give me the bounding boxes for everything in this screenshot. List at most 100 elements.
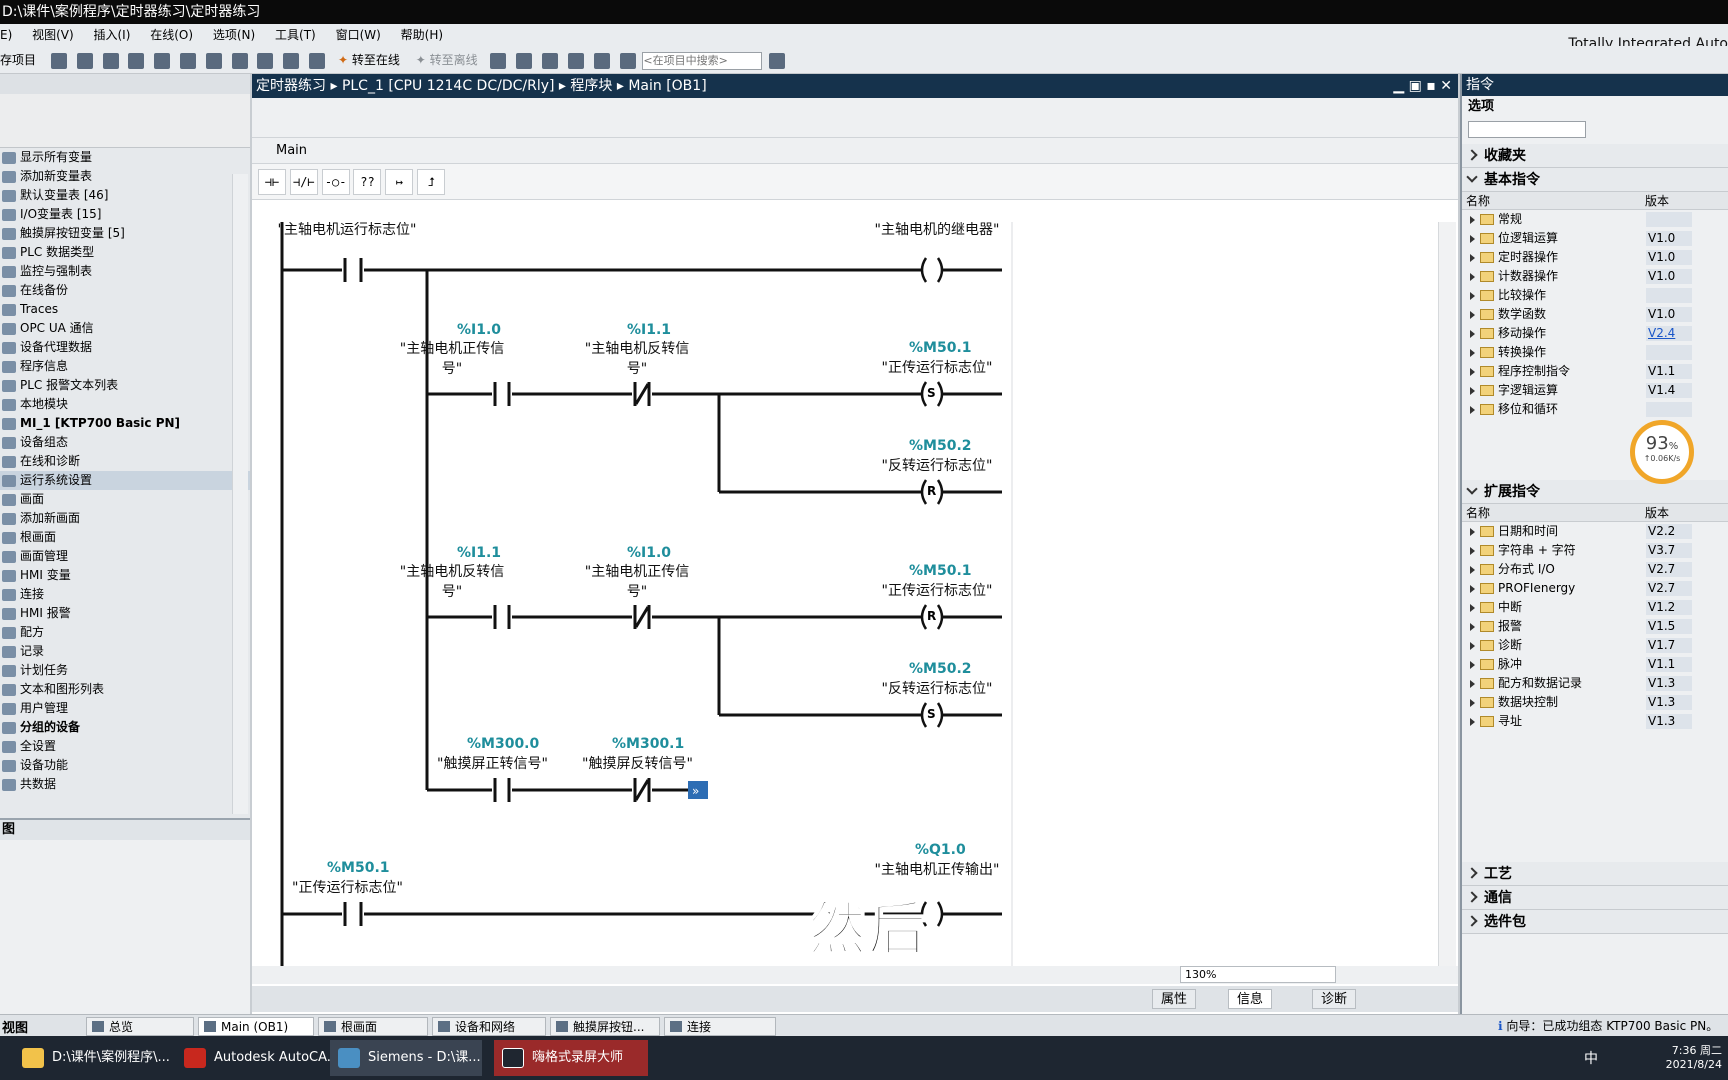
ime-indicator[interactable]: 中 bbox=[1584, 1051, 1598, 1067]
tab-connections[interactable]: 连接 bbox=[664, 1017, 776, 1036]
block-interface-tab[interactable]: Main bbox=[252, 138, 1458, 164]
search-go-icon[interactable] bbox=[769, 52, 786, 69]
breadcrumb-project[interactable]: 定时器练习 bbox=[256, 78, 326, 94]
taskbar-autocad[interactable]: Autodesk AutoCA... bbox=[176, 1040, 339, 1076]
tree-item[interactable]: 计划任务 bbox=[0, 661, 250, 680]
breadcrumb-blocks[interactable]: 程序块 bbox=[570, 78, 613, 94]
ladder-network-area[interactable]: » "主轴电机运行标志位" "主轴电机的继电器" %I1.0 "主轴电机正传信号… bbox=[252, 222, 1438, 966]
tree-item[interactable]: 在线和诊断 bbox=[0, 452, 250, 471]
menu-help[interactable]: 帮助(H) bbox=[400, 28, 444, 42]
download-icon[interactable] bbox=[257, 52, 274, 69]
go-offline-button[interactable]: ✦ 转至离线 bbox=[415, 53, 478, 67]
menu-window[interactable]: 窗口(W) bbox=[335, 28, 381, 42]
instruction-folder[interactable]: 转换操作 bbox=[1462, 343, 1728, 362]
instruction-folder[interactable]: 比较操作 bbox=[1462, 286, 1728, 305]
tree-item[interactable]: 画面 bbox=[0, 490, 250, 509]
tree-item[interactable]: 全设置 bbox=[0, 737, 250, 756]
taskbar-siemens-tia[interactable]: Siemens - D:\课... bbox=[330, 1040, 482, 1076]
tree-item[interactable]: 默认变量表 [46] bbox=[0, 186, 250, 205]
copy-icon[interactable] bbox=[102, 52, 119, 69]
tree-item[interactable]: 分组的设备 bbox=[0, 718, 250, 737]
editor-close-icon[interactable]: ▁ ▣ ▪ ✕ bbox=[1393, 78, 1452, 94]
accessible-devices-icon[interactable] bbox=[490, 52, 507, 69]
tree-item[interactable]: 设备组态 bbox=[0, 433, 250, 452]
tree-item[interactable]: Traces bbox=[0, 300, 250, 319]
tab-root-screen[interactable]: 根画面 bbox=[318, 1017, 428, 1036]
tree-item[interactable]: 共数据 bbox=[0, 775, 250, 794]
no-contact-button[interactable]: ⊣⊢ bbox=[258, 169, 286, 195]
tree-item[interactable]: MI_1 [KTP700 Basic PN] bbox=[0, 414, 250, 433]
taskbar-recorder[interactable]: 嗨格式录屏大师 bbox=[494, 1040, 648, 1076]
split-vertical-icon[interactable] bbox=[619, 52, 636, 69]
technology-section[interactable]: 工艺 bbox=[1462, 862, 1728, 886]
tree-item[interactable]: 本地模块 bbox=[0, 395, 250, 414]
instruction-search-input[interactable] bbox=[1468, 121, 1586, 138]
project-search-input[interactable] bbox=[642, 51, 763, 70]
tree-item[interactable]: 触摸屏按钮变量 [5] bbox=[0, 224, 250, 243]
save-project-button[interactable]: 存项目 bbox=[0, 53, 37, 67]
tree-item[interactable]: I/O变量表 [15] bbox=[0, 205, 250, 224]
tree-item[interactable]: 程序信息 bbox=[0, 357, 250, 376]
tab-overview[interactable]: 总览 bbox=[86, 1017, 194, 1036]
menu-view[interactable]: 视图(V) bbox=[32, 28, 74, 42]
tree-item[interactable]: 运行系统设置 bbox=[0, 471, 250, 490]
tree-item[interactable]: 添加新变量表 bbox=[0, 167, 250, 186]
tree-item[interactable]: OPC UA 通信 bbox=[0, 319, 250, 338]
go-online-button[interactable]: ✦ 转至在线 bbox=[337, 53, 400, 67]
menu-edit[interactable]: E) bbox=[0, 28, 13, 42]
tree-item[interactable]: HMI 变量 bbox=[0, 566, 250, 585]
taskbar-explorer[interactable]: D:\课件\案例程序\... bbox=[14, 1040, 182, 1076]
tree-item[interactable]: 画面管理 bbox=[0, 547, 250, 566]
nc-contact-button[interactable]: ⊣/⊢ bbox=[289, 169, 318, 195]
tree-item[interactable]: 监控与强制表 bbox=[0, 262, 250, 281]
project-tree-scrollbar[interactable] bbox=[232, 174, 248, 814]
tab-touchscreen-buttons[interactable]: 触摸屏按钮... bbox=[550, 1017, 660, 1036]
save-icon[interactable] bbox=[50, 52, 67, 69]
tree-item[interactable]: 显示所有变量 bbox=[0, 148, 250, 167]
tab-devices-networks[interactable]: 设备和网络 bbox=[432, 1017, 546, 1036]
tree-item[interactable]: PLC 报警文本列表 bbox=[0, 376, 250, 395]
tree-item[interactable]: 配方 bbox=[0, 623, 250, 642]
tree-item[interactable]: 设备代理数据 bbox=[0, 338, 250, 357]
tree-item[interactable]: HMI 报警 bbox=[0, 604, 250, 623]
favorites-section[interactable]: 收藏夹 bbox=[1462, 144, 1728, 168]
redo-icon[interactable] bbox=[205, 52, 222, 69]
communication-section[interactable]: 通信 bbox=[1462, 886, 1728, 910]
menu-insert[interactable]: 插入(I) bbox=[93, 28, 131, 42]
tab-main-ob1[interactable]: Main (OB1) bbox=[198, 1017, 314, 1036]
compile-icon[interactable] bbox=[231, 52, 248, 69]
instruction-folder[interactable]: 常规 bbox=[1462, 210, 1728, 229]
delete-icon[interactable] bbox=[154, 52, 171, 69]
coil-button[interactable]: -○- bbox=[321, 169, 350, 195]
diagnostics-tab[interactable]: 诊断 bbox=[1312, 989, 1357, 1009]
undo-icon[interactable] bbox=[179, 52, 196, 69]
tree-item[interactable]: 添加新画面 bbox=[0, 509, 250, 528]
portal-view-link[interactable]: 视图 bbox=[2, 1021, 29, 1036]
menu-tools[interactable]: 工具(T) bbox=[275, 28, 316, 42]
tree-item[interactable]: 用户管理 bbox=[0, 699, 250, 718]
tree-item[interactable]: 文本和图形列表 bbox=[0, 680, 250, 699]
tree-item[interactable]: 连接 bbox=[0, 585, 250, 604]
menu-options[interactable]: 选项(N) bbox=[212, 28, 256, 42]
upload-icon[interactable] bbox=[283, 52, 300, 69]
stop-cpu-icon[interactable] bbox=[542, 52, 559, 69]
cross-icon[interactable] bbox=[567, 52, 584, 69]
split-horizontal-icon[interactable] bbox=[593, 52, 610, 69]
instruction-folder[interactable]: 移位和循环 bbox=[1462, 400, 1728, 419]
basic-instructions-section[interactable]: 基本指令 bbox=[1462, 168, 1728, 192]
